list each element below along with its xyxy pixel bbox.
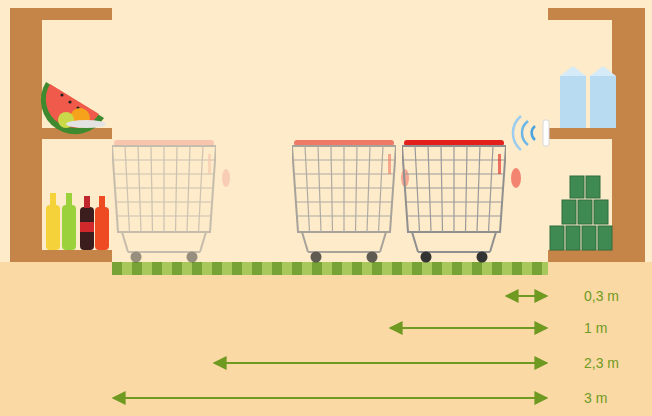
shopping-carts xyxy=(112,140,521,263)
dimension-label: 0,3 m xyxy=(584,288,619,304)
dimension-label: 2,3 m xyxy=(584,355,619,371)
dimension-label: 1 m xyxy=(584,320,607,336)
floor-strip xyxy=(112,262,548,275)
cans xyxy=(550,176,612,250)
dimension-label: 3 m xyxy=(584,390,607,406)
distance-arrows xyxy=(113,296,547,398)
fruit xyxy=(41,82,106,134)
floor xyxy=(0,262,652,416)
milk-cartons xyxy=(560,66,616,128)
wall xyxy=(0,0,652,262)
right-shelf xyxy=(548,8,645,262)
bottles xyxy=(46,193,109,250)
left-shelf xyxy=(10,8,112,262)
sensor xyxy=(513,116,549,150)
